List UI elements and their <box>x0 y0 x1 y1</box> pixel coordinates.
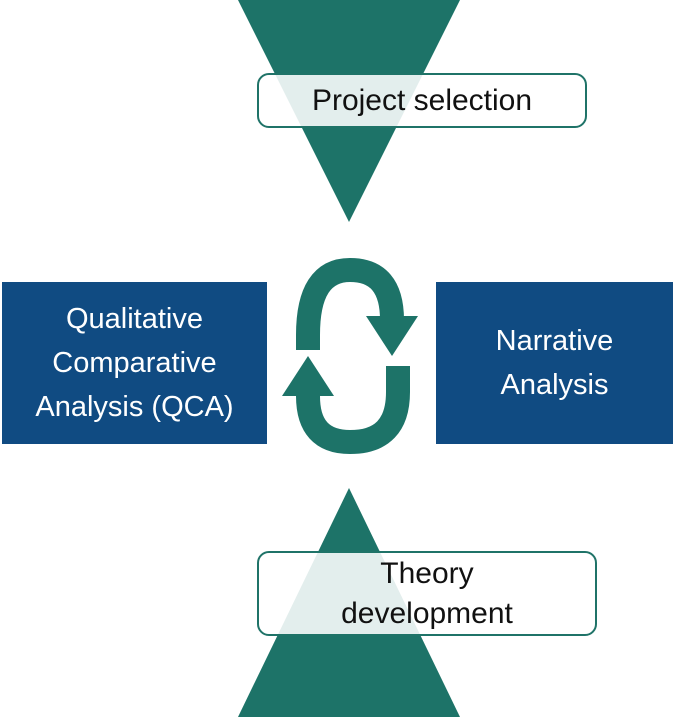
lower-arrowhead <box>282 356 334 396</box>
narrative-analysis-text: Narrative Analysis <box>495 325 614 401</box>
upper-arrowhead <box>366 316 418 356</box>
lower-cycle-arrow <box>296 366 410 454</box>
upper-cycle-arrow <box>296 258 404 350</box>
project-selection-text: Project selection <box>311 83 533 117</box>
circular-arrows-icon <box>282 258 418 454</box>
theory-development-text: Theory development <box>341 556 513 630</box>
qca-text: Qualitative Comparative Analysis (QCA) <box>35 303 234 423</box>
qca-box: Qualitative Comparative Analysis (QCA) <box>2 282 267 444</box>
narrative-analysis-box: Narrative Analysis <box>436 282 673 444</box>
project-selection-label: Project selection <box>257 73 587 128</box>
theory-development-label: Theory development <box>257 551 597 636</box>
